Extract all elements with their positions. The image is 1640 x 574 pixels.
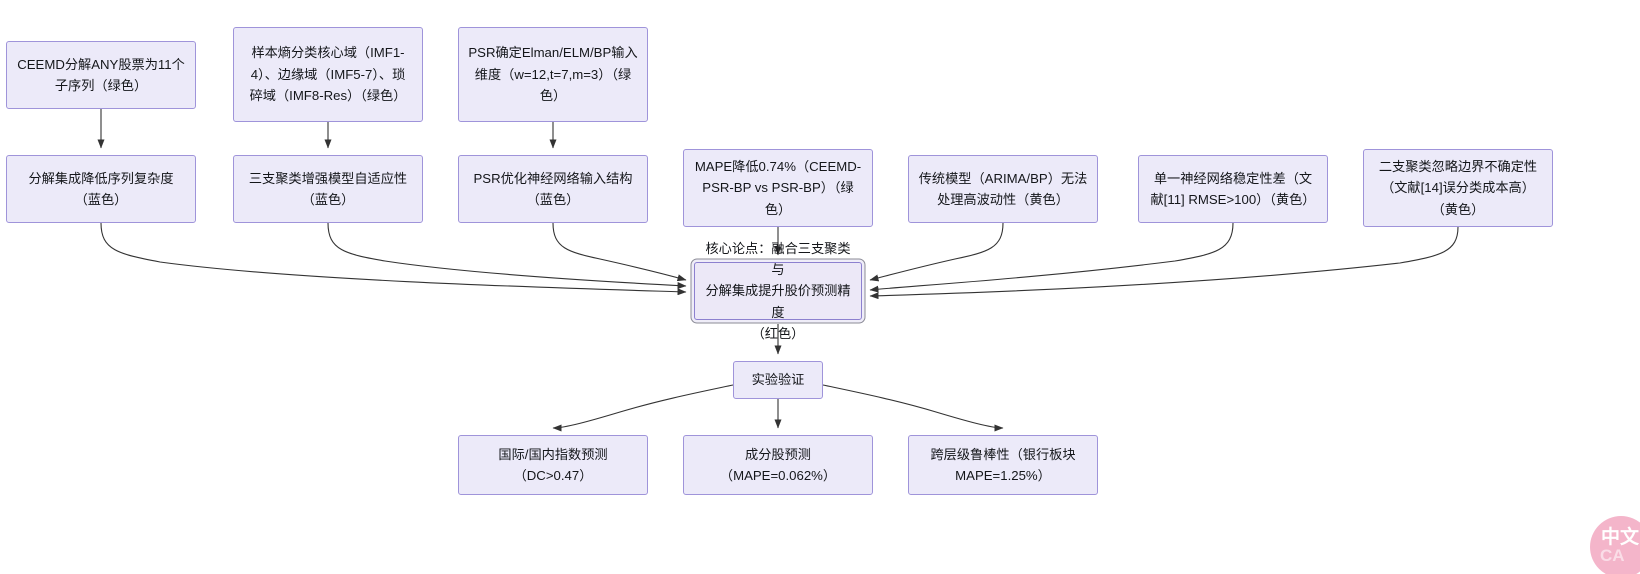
watermark-sub-text: CA: [1600, 546, 1625, 565]
site-watermark: 中文 CA: [1590, 516, 1640, 574]
edge-n9-n11: [869, 222, 1234, 293]
node-label: 传统模型（ARIMA/BP）无法 处理高波动性（黄色）: [918, 170, 1088, 207]
edge-n4-n11: [100, 222, 687, 296]
watermark-main-text: 中文: [1601, 527, 1640, 548]
node-constituent-stock-forecast-result[interactable]: 成分股预测 （MAPE=0.062%）: [683, 435, 873, 495]
node-label: 实验验证: [751, 372, 805, 388]
node-psr-input-dimension[interactable]: PSR确定Elman/ELM/BP输入 维度（w=12,t=7,m=3）（绿 色…: [458, 27, 648, 122]
node-label: 单一神经网络稳定性差（文 献[11] RMSE>100）（黄色）: [1150, 170, 1316, 207]
node-label: 分解集成降低序列复杂度 （蓝色）: [28, 170, 174, 207]
node-index-forecast-result[interactable]: 国际/国内指数预测 （DC>0.47）: [458, 435, 648, 495]
edge-n12-n15: [822, 384, 1004, 432]
node-ceemd-decompose[interactable]: CEEMD分解ANY股票为11个 子序列（绿色）: [6, 41, 196, 109]
node-label: 核心论点：融合三支聚类与 分解集成提升股价预测精度 （红色）: [705, 240, 851, 342]
node-core-argument[interactable]: 核心论点：融合三支聚类与 分解集成提升股价预测精度 （红色）: [694, 241, 862, 341]
edge-n12-n13: [552, 384, 734, 432]
node-label: 三支聚类增强模型自适应性 （蓝色）: [248, 170, 408, 207]
node-cross-level-robustness-result[interactable]: 跨层级鲁棒性（银行板块 MAPE=1.25%）: [908, 435, 1098, 495]
node-decompose-reduce-complexity[interactable]: 分解集成降低序列复杂度 （蓝色）: [6, 155, 196, 223]
node-label: 样本熵分类核心域（IMF1- 4）、边缘域（IMF5-7）、琐 碎域（IMF8-…: [249, 45, 407, 104]
node-sample-entropy-classify[interactable]: 样本熵分类核心域（IMF1- 4）、边缘域（IMF5-7）、琐 碎域（IMF8-…: [233, 27, 423, 122]
node-two-way-clustering-limitation[interactable]: 二支聚类忽略边界不确定性 （文献[14]误分类成本高） （黄色）: [1363, 149, 1553, 227]
node-label: PSR优化神经网络输入结构 （蓝色）: [473, 170, 633, 207]
node-psr-optimize-structure[interactable]: PSR优化神经网络输入结构 （蓝色）: [458, 155, 648, 223]
node-label: 二支聚类忽略边界不确定性 （文献[14]误分类成本高） （黄色）: [1378, 158, 1538, 217]
node-label: MAPE降低0.74%（CEEMD- PSR-BP vs PSR-BP）（绿 色…: [694, 158, 862, 217]
node-experimental-validation[interactable]: 实验验证: [733, 361, 823, 399]
node-label: 跨层级鲁棒性（银行板块 MAPE=1.25%）: [930, 446, 1076, 483]
node-three-way-clustering-adaptive[interactable]: 三支聚类增强模型自适应性 （蓝色）: [233, 155, 423, 223]
node-mape-reduction-evidence[interactable]: MAPE降低0.74%（CEEMD- PSR-BP vs PSR-BP）（绿 色…: [683, 149, 873, 227]
edge-n5-n11: [327, 222, 687, 290]
node-label: 成分股预测 （MAPE=0.062%）: [719, 446, 837, 483]
node-label: CEEMD分解ANY股票为11个 子序列（绿色）: [17, 56, 185, 93]
node-single-nn-instability[interactable]: 单一神经网络稳定性差（文 献[11] RMSE>100）（黄色）: [1138, 155, 1328, 223]
node-label: 国际/国内指数预测 （DC>0.47）: [498, 446, 608, 483]
node-label: PSR确定Elman/ELM/BP输入 维度（w=12,t=7,m=3）（绿 色…: [468, 45, 638, 104]
edge-n6-n11: [552, 222, 687, 282]
edge-n8-n11: [869, 222, 1004, 282]
edge-n10-n11: [869, 226, 1459, 300]
node-traditional-model-limitation[interactable]: 传统模型（ARIMA/BP）无法 处理高波动性（黄色）: [908, 155, 1098, 223]
